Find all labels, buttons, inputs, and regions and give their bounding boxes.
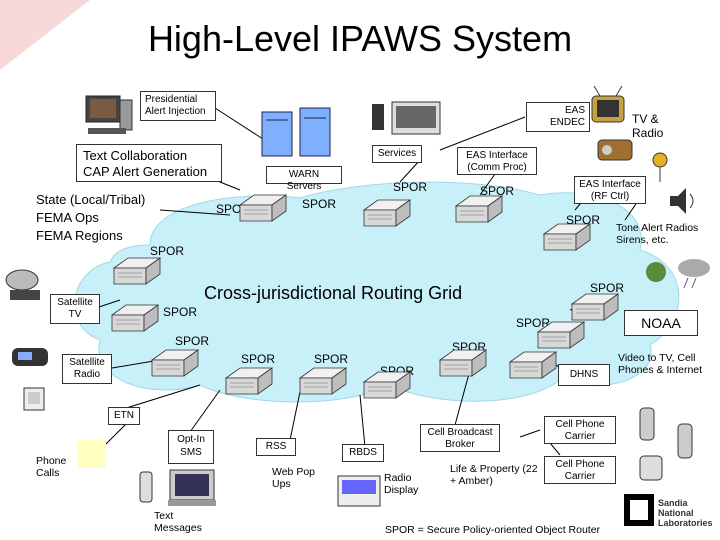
- radio-display-label: Radio Display: [384, 472, 419, 496]
- page-title: High-Level IPAWS System: [147, 18, 573, 59]
- text-collaboration-box: Text Collaboration CAP Alert Generation: [76, 144, 222, 182]
- satellite-radio-box: Satellite Radio: [62, 354, 112, 384]
- sandia-text: Sandia National Laboratories: [658, 498, 713, 528]
- tv-radio-label: TV & Radio: [632, 112, 664, 140]
- fema-regions-label: FEMA Regions: [36, 228, 123, 243]
- cell-phone-icon: [139, 471, 153, 503]
- speaker-icon: [670, 188, 694, 214]
- satellite-dish-icon: [5, 269, 40, 300]
- spor-label: SPOR: [480, 184, 515, 198]
- cell-phone-icon: [639, 407, 693, 481]
- video-to-tv-label: Video to TV, Cell Phones & Internet: [618, 352, 703, 376]
- tv-icon: [591, 85, 625, 123]
- warn-server-icon: [261, 107, 331, 157]
- flag-decoration: [0, 0, 90, 70]
- noaa-box: NOAA: [624, 310, 698, 336]
- eas-interface-comm-box: EAS Interface (Comm Proc): [457, 147, 537, 175]
- note-icon: [78, 440, 106, 468]
- text-messages-label: Text Messages: [154, 510, 202, 534]
- radio-icon: [597, 139, 633, 161]
- rss-box: RSS: [256, 438, 296, 456]
- spor-label: SPOR: [163, 305, 198, 319]
- cell-carrier-box-2: Cell Phone Carrier: [544, 456, 616, 484]
- weather-icon: [646, 259, 710, 289]
- services-box: Services: [372, 145, 422, 163]
- spor-label: SPOR: [241, 352, 276, 366]
- cell-broadcast-box: Cell Broadcast Broker: [420, 424, 500, 452]
- tone-alert-label: Tone Alert Radios Sirens, etc.: [616, 222, 699, 246]
- spor-label: SPOR: [393, 180, 428, 194]
- warn-servers-box: WARN Servers: [266, 166, 342, 192]
- siren-icon: [652, 152, 668, 182]
- presidential-alert-box: Presidential Alert Injection: [140, 91, 216, 121]
- eas-interface-rf-box: EAS Interface (RF Ctrl): [574, 176, 646, 204]
- phone-calls-label: Phone Calls: [36, 455, 67, 479]
- spor-label: SPOR: [150, 244, 185, 258]
- spor-label: SPOR: [314, 352, 349, 366]
- computer-icon: [85, 95, 133, 134]
- spor-label: SPOR: [302, 197, 337, 211]
- phone-icon: [23, 387, 45, 411]
- footer-legend: SPOR = Secure Policy-oriented Object Rou…: [385, 524, 601, 536]
- opt-in-sms-box: Opt-In SMS: [168, 430, 214, 464]
- rbds-box: RBDS: [342, 444, 384, 462]
- grid-title: Cross-jurisdictional Routing Grid: [204, 283, 463, 303]
- etn-box: ETN: [108, 407, 140, 425]
- services-server-icon: [372, 101, 441, 135]
- spor-label: SPOR: [590, 281, 625, 295]
- cell-carrier-box-1: Cell Phone Carrier: [544, 416, 616, 444]
- life-property-label: Life & Property (22 + Amber): [450, 463, 538, 487]
- computer-icon: [168, 469, 216, 506]
- fema-ops-label: FEMA Ops: [36, 210, 99, 225]
- eas-endec-box: EAS ENDEC: [526, 102, 590, 132]
- satellite-tv-box: Satellite TV: [50, 294, 100, 324]
- radio-display-icon: [337, 475, 381, 507]
- sandia-logo: [624, 494, 654, 526]
- state-label: State (Local/Tribal): [36, 192, 146, 207]
- spor-label: SPOR: [566, 213, 601, 227]
- web-pop-ups-label: Web Pop Ups: [272, 466, 315, 490]
- dhns-box: DHNS: [558, 364, 610, 386]
- spor-label: SPOR: [175, 334, 210, 348]
- satellite-radio-icon: [12, 348, 48, 366]
